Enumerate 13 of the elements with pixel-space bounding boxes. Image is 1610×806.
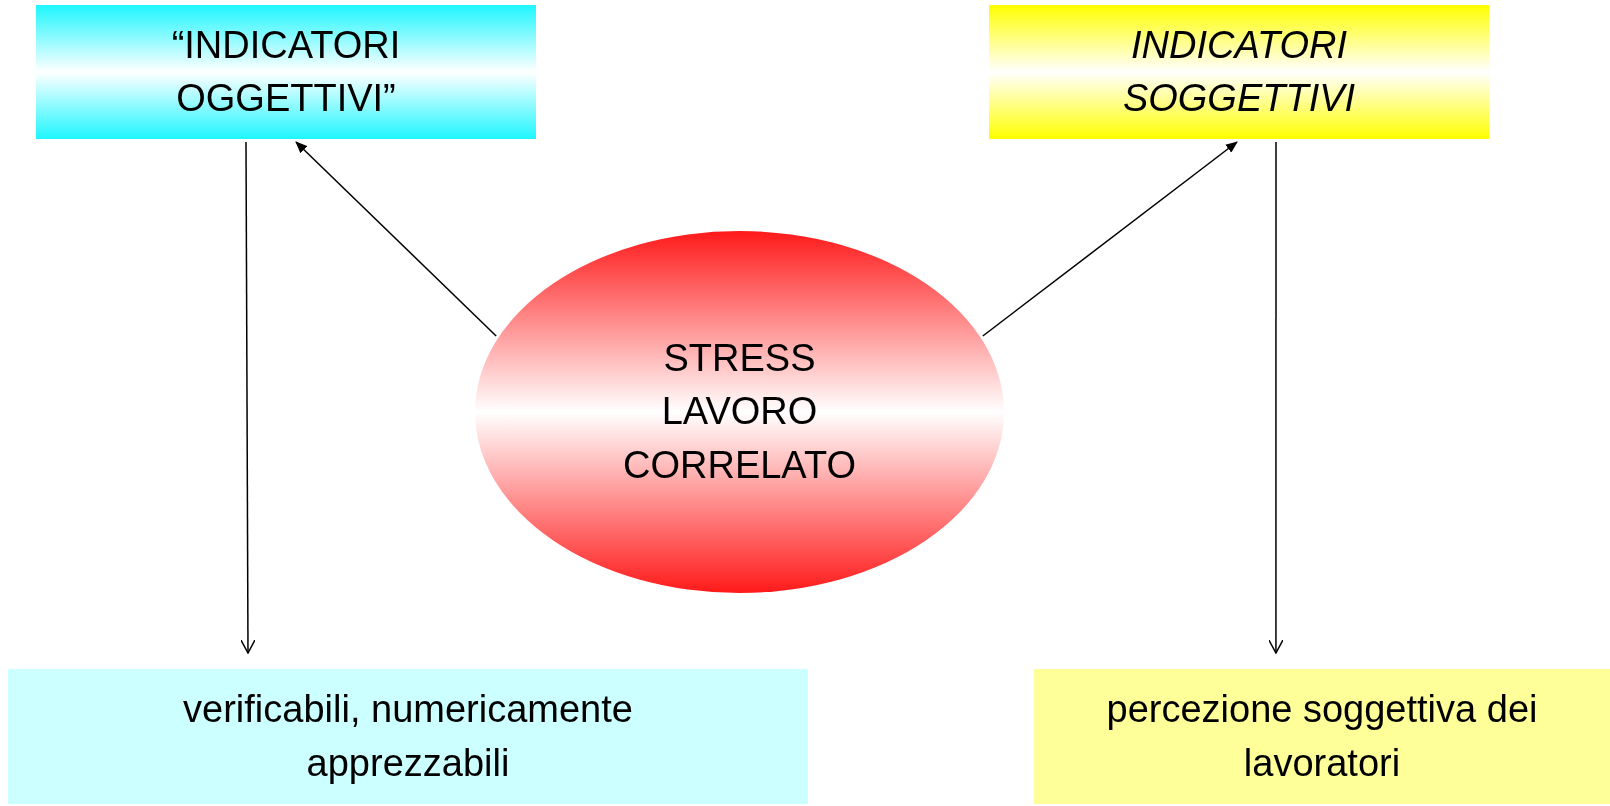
indicator-box (36, 5, 536, 139)
arrow (982, 141, 1238, 337)
node-label: percezione soggettiva dei lavoratori (1105, 687, 1539, 786)
description-box (8, 669, 808, 804)
node-label: “INDICATORI OGGETTIVI” (170, 22, 402, 121)
arrow (1268, 141, 1284, 654)
arrow (295, 141, 497, 337)
node-label: STRESS LAVORO CORRELATO (622, 336, 857, 488)
node-label: verificabili, numericamente apprezzabili (182, 687, 634, 786)
indicator-box (989, 5, 1489, 139)
description-box (1034, 669, 1610, 804)
arrow (240, 141, 256, 654)
node-label: INDICATORI SOGGETTIVI (1121, 22, 1357, 121)
